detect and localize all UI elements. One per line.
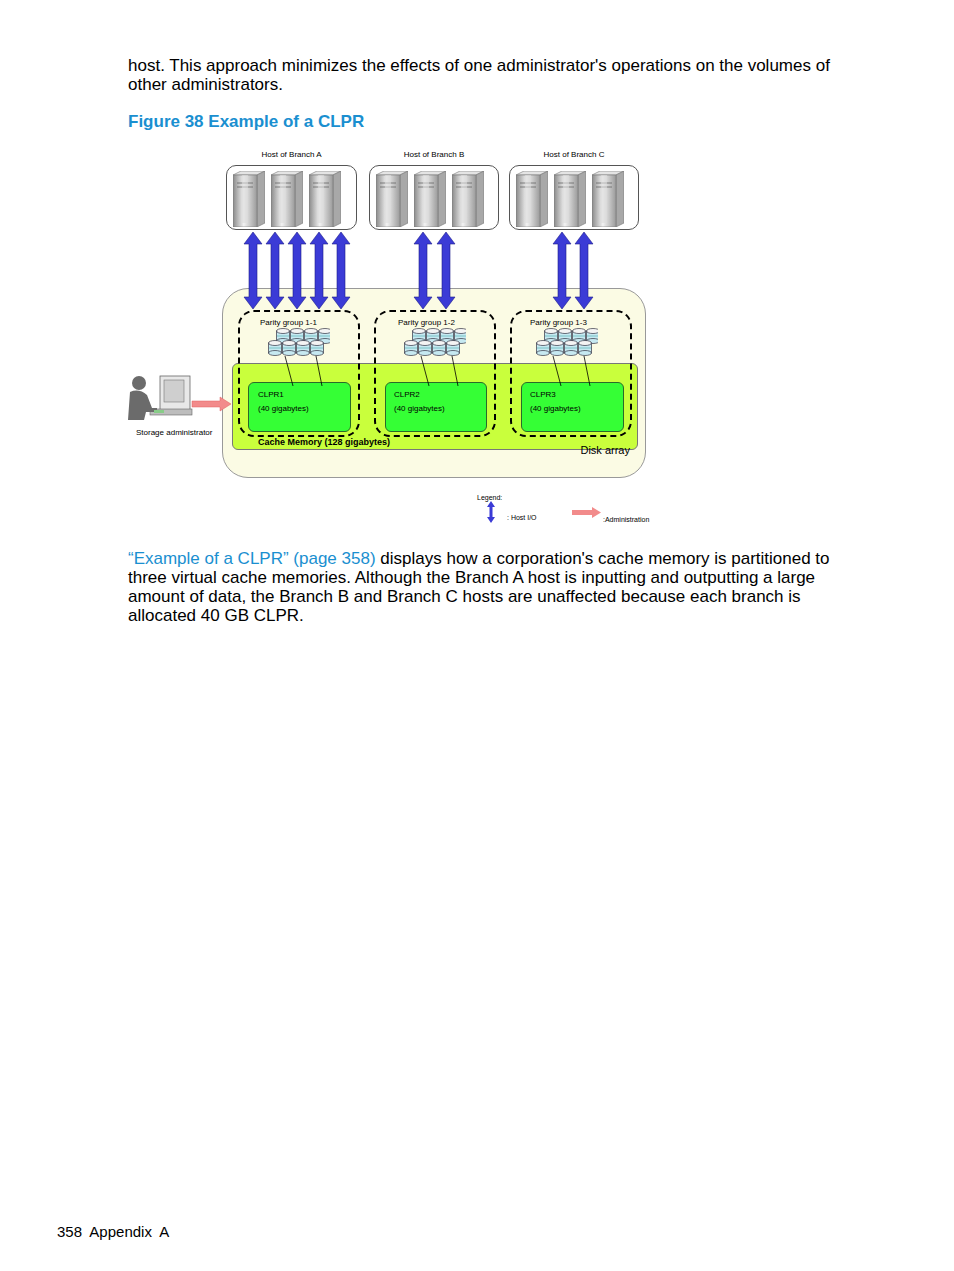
node-label: Host of Branch C — [544, 150, 605, 159]
node-label: Parity group 1-3 — [530, 318, 587, 327]
clpr-box: CLPR2 (40 gigabytes) — [385, 382, 487, 432]
node-label: Cache Memory (128 gigabytes) — [258, 437, 390, 447]
legend-entry: :Administration — [603, 508, 649, 526]
host-io-arrow — [437, 232, 455, 309]
host-io-arrow — [332, 232, 350, 309]
parity-group-box: Parity group 1-1 — [238, 310, 360, 437]
node-sublabel: (40 gigabytes) — [530, 404, 581, 413]
clpr-box: CLPR3 (40 gigabytes) — [521, 382, 624, 432]
host-io-arrow — [414, 232, 432, 309]
legend-text: : Host I/O — [507, 514, 537, 521]
label-box: Storage administrator — [136, 421, 212, 439]
parity-group-box: Parity group 1-3 — [510, 310, 632, 437]
parity-group-box: Parity group 1-2 — [374, 310, 496, 437]
paragraph-box: host. This approach minimizes the effect… — [128, 56, 873, 94]
administrator-figure — [128, 376, 192, 420]
host-box: Host of Branch B — [369, 165, 499, 230]
clpr-box: CLPR1 (40 gigabytes) — [248, 382, 351, 432]
node-label: Host of Branch B — [404, 150, 464, 159]
host-io-arrow — [553, 232, 571, 309]
figure-label: Storage administrator — [136, 428, 212, 437]
host-box: Host of Branch A — [226, 165, 357, 230]
figure-title: Figure 38 Example of a CLPR — [128, 112, 364, 131]
node-label: Host of Branch A — [261, 150, 321, 159]
legend-host-io-arrow — [487, 501, 495, 523]
legend-heading: Legend: — [477, 494, 502, 501]
node-label: CLPR2 — [394, 390, 420, 399]
page-footer: 358 Appendix A — [57, 1223, 169, 1240]
host-io-arrow — [266, 232, 284, 309]
legend-entry: : Host I/O — [507, 506, 537, 524]
host-io-arrow — [288, 232, 306, 309]
host-io-arrow — [575, 232, 593, 309]
host-io-arrow — [310, 232, 328, 309]
server-icons — [233, 171, 624, 227]
label-box: 358 Appendix A — [57, 1223, 169, 1241]
disk-array-box: Disk array Cache Memory (128 gigabytes) CL… — [222, 288, 646, 478]
host-box: Host of Branch C — [509, 165, 639, 230]
paragraph-box: “Example of a CLPR” (page 358)displays h… — [128, 549, 873, 625]
disk-icons — [269, 329, 600, 356]
leader-lines — [285, 356, 590, 386]
node-label: CLPR3 — [530, 390, 556, 399]
node-label: Parity group 1-2 — [398, 318, 455, 327]
node-label: Parity group 1-1 — [260, 318, 317, 327]
figure-title-box: Figure 38 Example of a CLPR — [128, 112, 364, 132]
cross-reference-link: “Example of a CLPR” (page 358) — [128, 549, 376, 568]
legend-administration-arrow — [572, 507, 601, 518]
label-box: Legend: — [477, 486, 502, 504]
node-label: Disk array — [580, 444, 630, 456]
legend-text: :Administration — [603, 516, 649, 523]
node-sublabel: (40 gigabytes) — [258, 404, 309, 413]
body-text: host. This approach minimizes the effect… — [128, 56, 830, 94]
node-label: CLPR1 — [258, 390, 284, 399]
node-sublabel: (40 gigabytes) — [394, 404, 445, 413]
host-io-arrow — [244, 232, 262, 309]
administration-arrow — [192, 397, 231, 411]
